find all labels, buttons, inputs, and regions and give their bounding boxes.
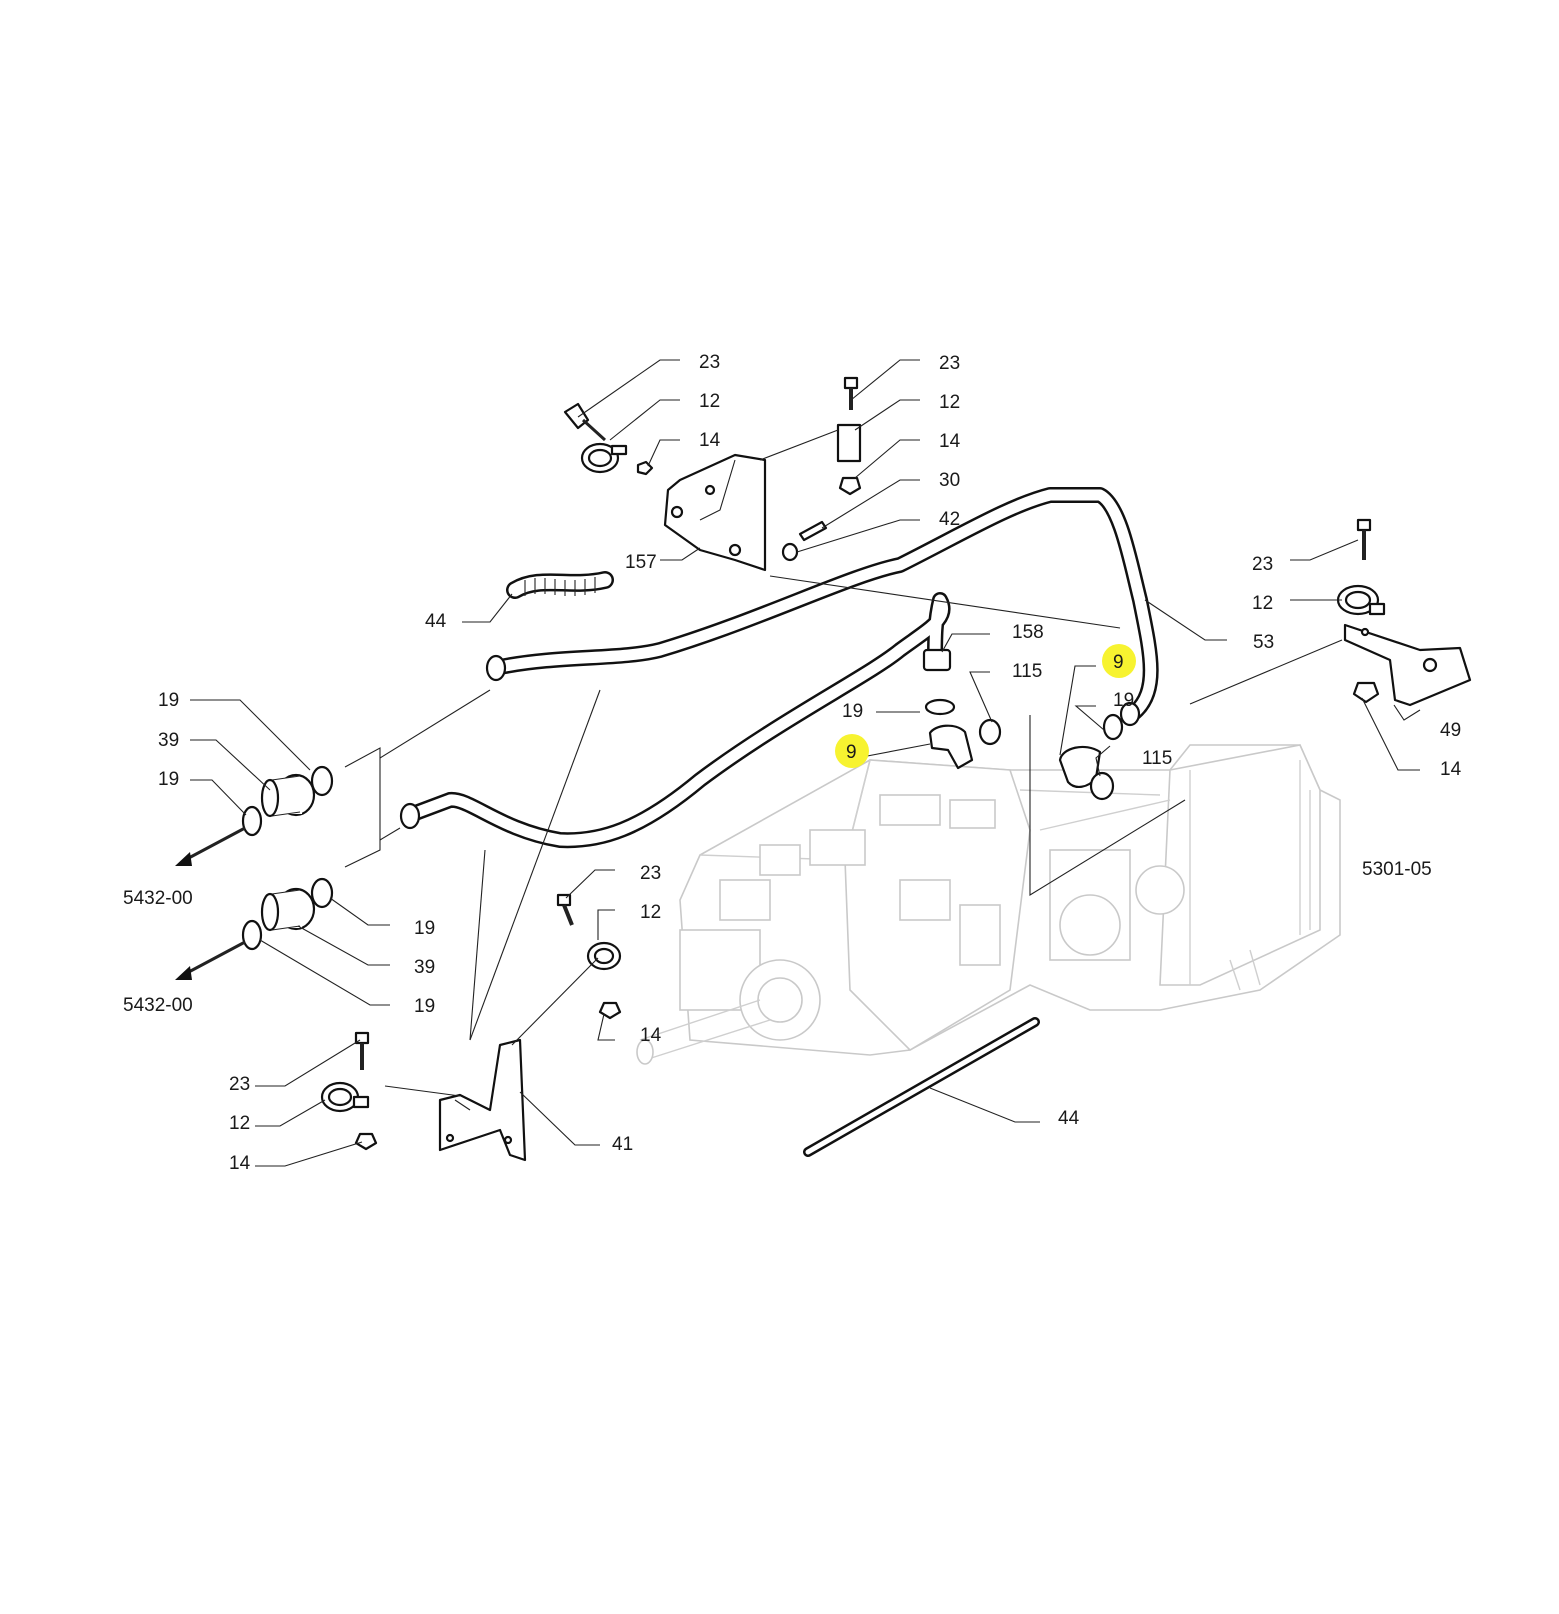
callout-39-sleeve[interactable]: 39 <box>414 957 435 978</box>
flow-arrows <box>175 826 246 980</box>
callout-44-rod[interactable]: 44 <box>1058 1108 1080 1129</box>
bracket-49 <box>1343 623 1472 707</box>
callout-30-screw[interactable]: 30 <box>939 470 960 491</box>
elbows-and-clamps-center <box>924 698 1124 801</box>
callout-39-sleeve[interactable]: 39 <box>158 730 179 751</box>
callout-23-bolt[interactable]: 23 <box>229 1074 250 1095</box>
reference-5301-05[interactable]: 5301-05 <box>1362 859 1432 880</box>
callout-19-clamp[interactable]: 19 <box>158 690 179 711</box>
callout-19-clamp[interactable]: 19 <box>414 996 435 1017</box>
callout-41-bracket[interactable]: 41 <box>612 1134 633 1155</box>
pipe-158 <box>399 592 952 849</box>
highlight-9-right <box>1102 644 1136 678</box>
clamp-group-center-bottom <box>556 893 622 1020</box>
clamp-group-bottom-left <box>320 1031 378 1151</box>
callout-9-elbow[interactable]: 9 <box>846 742 857 763</box>
callout-115-clamp[interactable]: 115 <box>1142 748 1172 769</box>
bracket-157 <box>663 453 767 572</box>
callout-23-bolt[interactable]: 23 <box>1252 554 1273 575</box>
rod-44 <box>803 1017 1040 1157</box>
hose-clamps-left <box>241 765 334 951</box>
corrugated-hose-44 <box>506 571 614 599</box>
transmission-assembly <box>636 744 1341 1065</box>
callout-23-bolt[interactable]: 23 <box>640 863 661 884</box>
highlight-9-left <box>835 734 869 768</box>
callout-19-clamp[interactable]: 19 <box>1113 690 1134 711</box>
callout-157-bracket[interactable]: 157 <box>625 552 657 573</box>
callout-14-nut[interactable]: 14 <box>640 1025 662 1046</box>
callout-12-clamp[interactable]: 12 <box>640 902 661 923</box>
callout-12-clamp[interactable]: 12 <box>939 392 960 413</box>
callout-19-clamp[interactable]: 19 <box>158 769 179 790</box>
reference-labels: 5432-00 5432-00 5301-05 <box>123 859 1432 1016</box>
bracket-41 <box>438 1038 527 1162</box>
pipe-53 <box>485 487 1159 727</box>
callout-12-clamp[interactable]: 12 <box>699 391 720 412</box>
callout-14-nut[interactable]: 14 <box>229 1153 251 1174</box>
callout-23-bolt[interactable]: 23 <box>699 352 720 373</box>
callout-42-washer[interactable]: 42 <box>939 509 960 530</box>
callout-12-clamp[interactable]: 12 <box>229 1113 250 1134</box>
callout-9-elbow[interactable]: 9 <box>1113 652 1124 673</box>
clamp-group-top-left <box>563 402 654 476</box>
callout-labels: 23 12 14 23 12 14 30 42 157 44 158 115 9… <box>158 352 1462 1174</box>
reference-5432-00-upper[interactable]: 5432-00 <box>123 888 193 909</box>
callout-14-nut[interactable]: 14 <box>699 430 721 451</box>
callout-115-clamp[interactable]: 115 <box>1012 661 1042 682</box>
leader-lines <box>190 359 1421 1167</box>
callout-158-pipe[interactable]: 158 <box>1012 622 1044 643</box>
reference-5432-00-lower[interactable]: 5432-00 <box>123 995 193 1016</box>
callout-19-clamp[interactable]: 19 <box>842 701 863 722</box>
callout-23-bolt[interactable]: 23 <box>939 353 960 374</box>
callout-12-clamp[interactable]: 12 <box>1252 593 1273 614</box>
callout-14-nut[interactable]: 14 <box>1440 759 1462 780</box>
callout-44-hose[interactable]: 44 <box>425 611 447 632</box>
clamp-group-right <box>1336 518 1386 704</box>
callout-49-bracket[interactable]: 49 <box>1440 720 1461 741</box>
callout-53-pipe[interactable]: 53 <box>1253 632 1274 653</box>
callout-19-clamp[interactable]: 19 <box>414 918 435 939</box>
clamp-group-top-center <box>781 376 862 562</box>
callout-14-nut[interactable]: 14 <box>939 431 961 452</box>
